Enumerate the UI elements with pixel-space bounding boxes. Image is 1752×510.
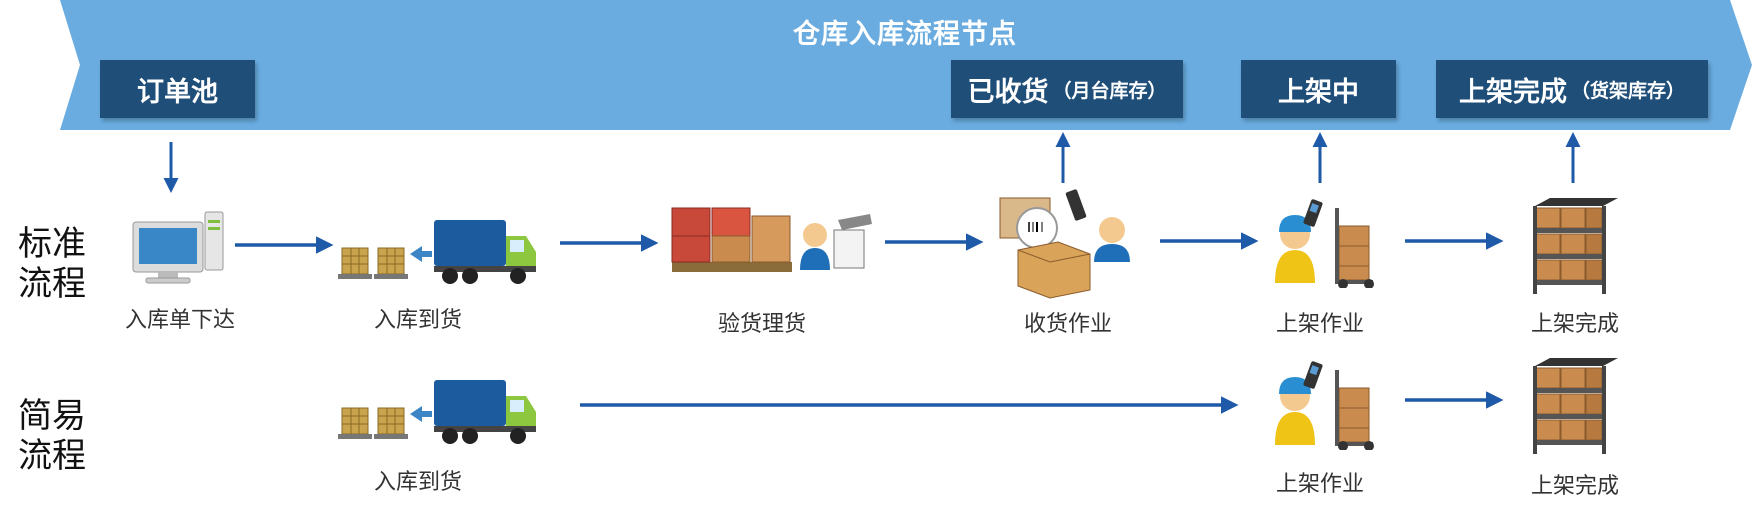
step-label: 入库单下达 [80, 302, 280, 334]
step-label: 上架作业 [1220, 466, 1420, 498]
step-label: 入库到货 [318, 464, 518, 496]
computer-icon [133, 212, 223, 283]
receiving-scanner-icon [1000, 189, 1130, 298]
worker-handtruck-icon [1275, 361, 1374, 451]
worker-handtruck-icon [1275, 199, 1374, 289]
step-label: 上架作业 [1220, 306, 1420, 338]
storage-rack-icon [1533, 198, 1618, 294]
step-label: 上架完成 [1475, 468, 1675, 500]
truck-pallet-icon [338, 220, 536, 284]
step-label: 收货作业 [968, 306, 1168, 338]
storage-rack-icon [1533, 358, 1618, 454]
step-label: 验货理货 [662, 306, 862, 338]
truck-pallet-icon [338, 380, 536, 444]
inspection-icon [672, 208, 872, 272]
step-label: 上架完成 [1475, 306, 1675, 338]
step-label: 入库到货 [318, 302, 518, 334]
